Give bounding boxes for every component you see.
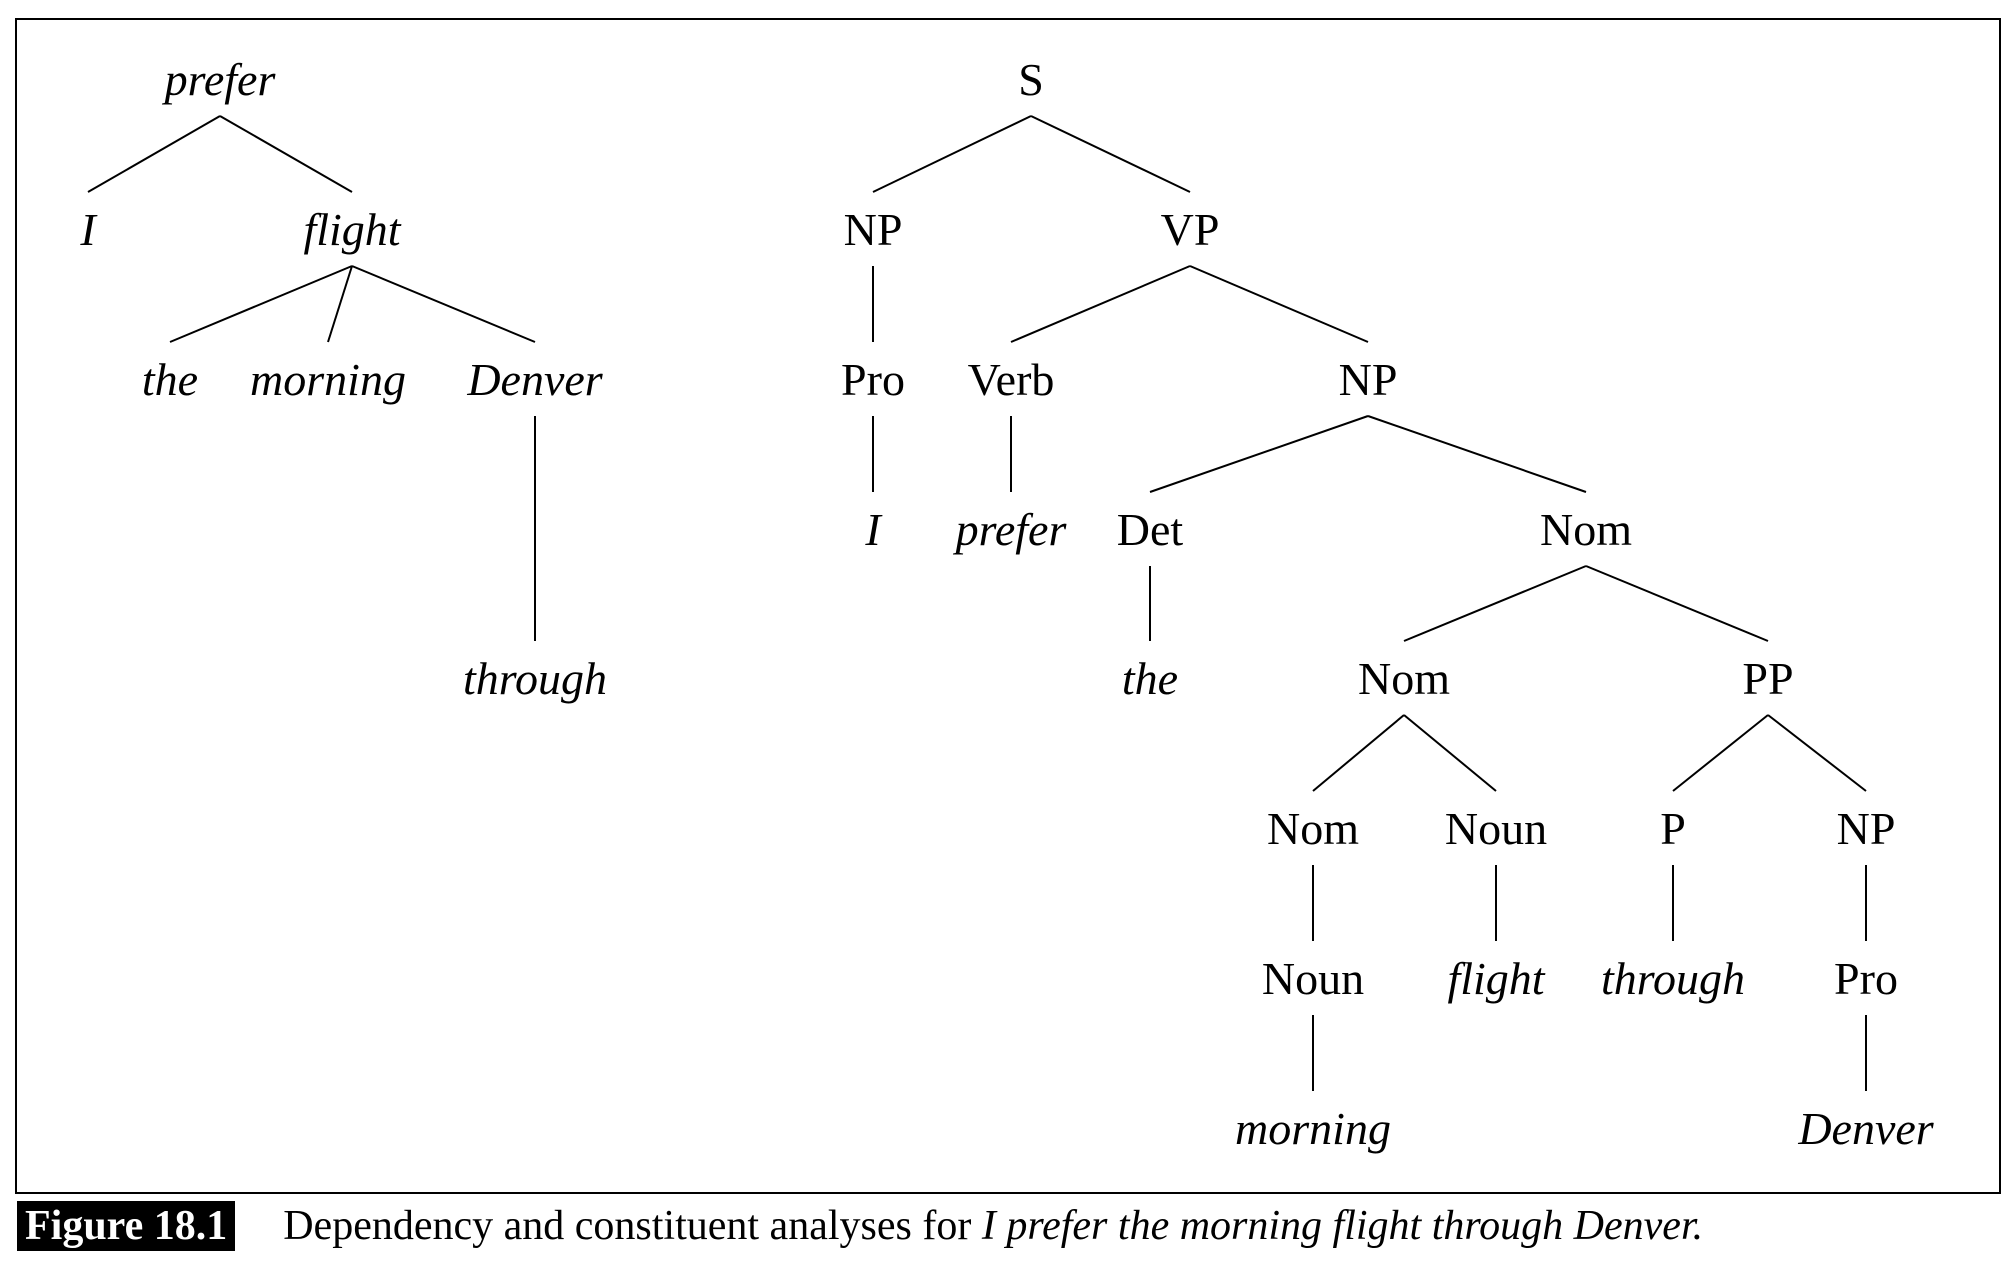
caption-description: Dependency and constituent analyses for <box>283 1203 982 1249</box>
dependency-edge-prefer-to-flight <box>219 115 353 193</box>
constituent-node-s: S <box>1018 54 1044 105</box>
dependency-node-denver: Denver <box>466 354 603 405</box>
figure-number-label: Figure 18.1 <box>17 1201 236 1251</box>
dependency-edge-flight-to-denver <box>351 265 536 343</box>
figure-caption: Figure 18.1 Dependency and constituent a… <box>17 1200 1703 1252</box>
dependency-node-i: I <box>79 204 98 255</box>
dependency-node-flight: flight <box>303 204 401 255</box>
constituent-edge-pp-to-p <box>1672 714 1769 792</box>
constituent-node-denver: Denver <box>1797 1103 1934 1154</box>
constituent-node-pp: PP <box>1742 653 1793 704</box>
constituent-node-flight: flight <box>1447 953 1545 1004</box>
constituent-node-through: through <box>1601 953 1745 1004</box>
caption-text: Dependency and constituent analyses for … <box>283 1202 1703 1250</box>
constituent-edge-s-to-np <box>872 115 1032 193</box>
constituent-node-morning: morning <box>1235 1103 1391 1154</box>
tree-edges <box>87 115 1867 1091</box>
constituent-node-verb: Verb <box>968 354 1055 405</box>
constituent-edge-nom-to-nom <box>1403 565 1587 642</box>
constituent-node-np: NP <box>1837 803 1896 854</box>
dependency-node-morning: morning <box>250 354 406 405</box>
constituent-node-pro: Pro <box>841 354 905 405</box>
constituent-edge-pp-to-np <box>1767 714 1867 792</box>
constituent-node-prefer: prefer <box>953 504 1068 555</box>
constituent-node-noun: Noun <box>1445 803 1547 854</box>
constituent-edge-nom-to-noun <box>1403 714 1497 792</box>
constituent-edge-nom-to-pp <box>1585 565 1769 642</box>
caption-example-sentence: I prefer the morning flight through Denv… <box>981 1203 1704 1249</box>
constituent-node-i: I <box>864 504 883 555</box>
dependency-node-prefer: prefer <box>162 54 277 105</box>
dependency-edge-prefer-to-i <box>87 115 221 193</box>
constituent-node-vp: VP <box>1161 204 1220 255</box>
constituent-node-p: P <box>1660 803 1686 854</box>
constituent-node-the: the <box>1122 653 1178 704</box>
constituent-node-np: NP <box>1339 354 1398 405</box>
constituent-edge-nom-to-nom <box>1312 714 1405 792</box>
constituent-edge-s-to-vp <box>1030 115 1191 193</box>
constituent-edge-np-to-nom <box>1367 415 1587 493</box>
figure-frame <box>15 18 2001 1194</box>
constituent-node-nom: Nom <box>1267 803 1359 854</box>
dependency-edge-flight-to-the <box>169 265 353 343</box>
constituent-edge-vp-to-verb <box>1010 265 1191 343</box>
constituent-node-nom: Nom <box>1358 653 1450 704</box>
constituent-node-pro: Pro <box>1834 953 1898 1004</box>
constituent-edge-np-to-det <box>1149 415 1369 493</box>
dependency-node-through: through <box>463 653 607 704</box>
constituent-node-np: NP <box>844 204 903 255</box>
dependency-edge-flight-to-morning <box>327 265 353 343</box>
constituent-node-noun: Noun <box>1262 953 1364 1004</box>
constituent-node-nom: Nom <box>1540 504 1632 555</box>
dependency-node-the: the <box>142 354 198 405</box>
constituent-edge-vp-to-np <box>1189 265 1369 343</box>
constituent-node-det: Det <box>1117 504 1184 555</box>
